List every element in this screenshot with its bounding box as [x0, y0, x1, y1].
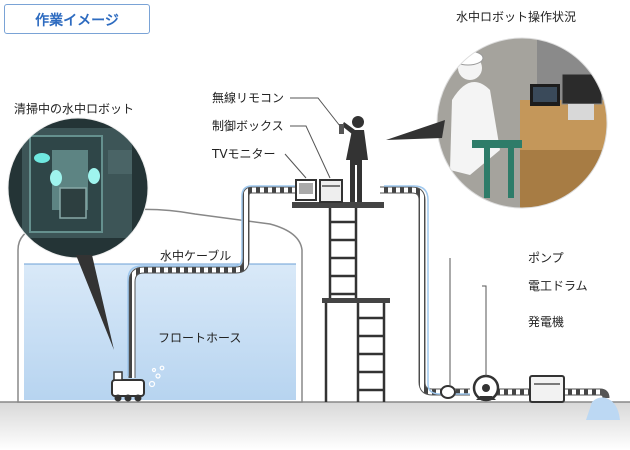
label-wireless-remote: 無線リモコン: [212, 91, 285, 105]
ground: [0, 402, 630, 450]
label-generator: 発電機: [528, 315, 565, 329]
tv-monitor: [295, 179, 317, 201]
ladder-upper: [328, 208, 358, 300]
title-box: 作業イメージ: [4, 4, 150, 34]
label-underwater-cable: 水中ケーブル: [160, 249, 232, 263]
control-box: [319, 179, 343, 203]
generator: [529, 375, 565, 403]
operation-photo: [386, 37, 608, 209]
label-tv-monitor: TVモニター: [212, 147, 276, 161]
label-robot-cleaning: 清掃中の水中ロボット: [14, 102, 135, 116]
robot-photo: [7, 117, 149, 350]
cable-drum: [472, 374, 500, 402]
page-title: 作業イメージ: [35, 13, 119, 29]
bubbles: [148, 365, 165, 388]
operator-person: [339, 116, 368, 202]
leader-lines: [284, 97, 487, 386]
float-hose: [380, 186, 470, 396]
underwater-robot: [111, 371, 145, 402]
label-cable-drum: 電工ドラム: [528, 279, 588, 293]
label-pump: ポンプ: [528, 251, 564, 265]
outlet-water: [586, 397, 620, 420]
pump: [440, 385, 456, 399]
label-control-box: 制御ボックス: [212, 119, 284, 133]
label-operation-status: 水中ロボット操作状況: [456, 10, 577, 24]
label-float-hose: フロートホース: [158, 331, 242, 345]
platform: [292, 202, 384, 208]
ladder-lower: [356, 303, 386, 402]
